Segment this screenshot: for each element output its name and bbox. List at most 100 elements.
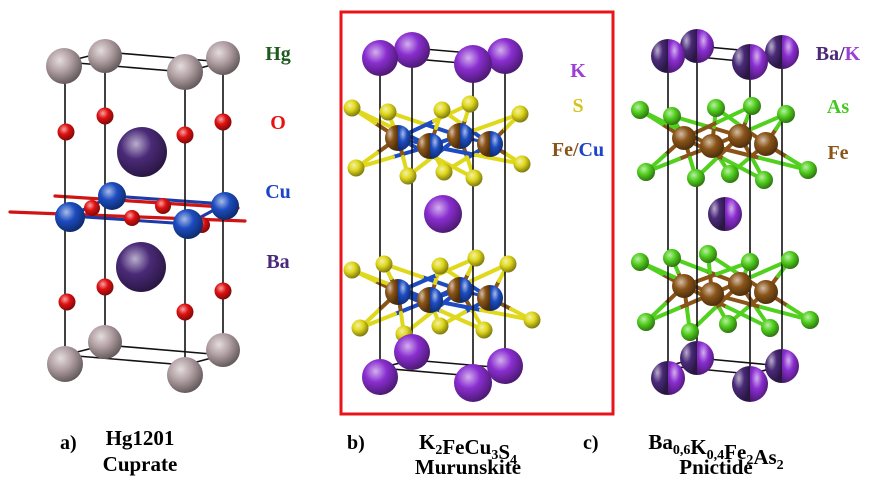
s-atom — [431, 317, 449, 335]
fe-atom — [672, 274, 696, 298]
as-atom — [687, 169, 705, 187]
panel-c-title: Ba0,6K0,4Fe2As2 — [648, 430, 783, 473]
oxygen-atom — [58, 293, 76, 311]
bond — [479, 308, 534, 322]
k-atom — [487, 38, 523, 74]
fe-atom — [728, 272, 752, 296]
s-atom — [465, 169, 483, 187]
s-atom — [475, 321, 493, 339]
s-atom — [435, 163, 453, 181]
k-atom — [487, 348, 523, 384]
fe-cu-atom — [385, 125, 411, 151]
as-atom — [631, 253, 649, 271]
as-atom — [721, 165, 739, 183]
as-atom — [663, 249, 681, 267]
oxygen-atom — [84, 200, 100, 216]
panel-b-subtitle: Murunskite — [415, 455, 521, 479]
panel-c-atoms — [631, 29, 819, 402]
cell-edge — [104, 51, 224, 63]
as-atom — [801, 311, 819, 329]
hg-atom — [206, 41, 240, 75]
ba-k-atom — [765, 349, 799, 383]
s-atom — [379, 103, 397, 121]
ba-k-atom — [708, 197, 742, 231]
panel-c-subtitle: Pnictide — [679, 455, 753, 479]
fe-atom — [700, 282, 724, 306]
ba-atom — [117, 127, 167, 177]
ba-k-atom — [732, 44, 768, 80]
oxygen-atom — [155, 198, 171, 214]
k-atom — [394, 334, 430, 370]
as-atom — [631, 101, 649, 119]
legend-label: Fe/Cu — [552, 139, 604, 161]
cu-atom — [98, 182, 126, 210]
panel-b-highlight-frame — [339, 10, 615, 416]
cell-edge — [64, 354, 186, 366]
panel-b-title: K2FeCu3S4 — [419, 430, 517, 468]
k-atom — [394, 32, 430, 68]
s-atom — [499, 255, 517, 273]
oxygen-atom — [214, 113, 232, 131]
hg-atom — [167, 357, 203, 393]
panel-a-subtitle: Cuprate — [103, 452, 178, 476]
fe-cu-atom — [447, 277, 473, 303]
ba-k-atom — [651, 361, 685, 395]
k-atom — [454, 45, 492, 83]
s-atom — [399, 167, 417, 185]
s-atom — [343, 261, 361, 279]
fe-cu-atom — [417, 287, 443, 313]
fe-atom — [672, 126, 696, 150]
as-atom — [699, 245, 717, 263]
as-atom — [777, 105, 795, 123]
ba-k-atom — [680, 341, 714, 375]
legend-label: As — [827, 96, 849, 118]
fe-cu-atom — [447, 123, 473, 149]
s-atom — [351, 319, 369, 337]
fe-atom — [728, 124, 752, 148]
ba-k-atom — [732, 366, 768, 402]
oxygen-atom — [57, 123, 75, 141]
s-atom — [511, 105, 529, 123]
fe-atom — [754, 280, 778, 304]
hg-atom — [167, 54, 203, 90]
cu-atom — [211, 192, 239, 220]
legend-label: K — [570, 60, 586, 82]
as-atom — [761, 319, 779, 337]
panel-a-title: Hg1201 — [106, 426, 175, 450]
s-atom — [375, 255, 393, 273]
oxygen-atom — [96, 278, 114, 296]
hg-atom — [46, 48, 82, 84]
cell-edge — [64, 61, 186, 73]
hg-atom — [47, 346, 83, 382]
as-atom — [681, 323, 699, 341]
legend-label: Ba/K — [816, 43, 861, 65]
oxygen-atom — [124, 210, 140, 226]
legend-label: Hg — [265, 43, 291, 65]
ba-k-atom — [765, 35, 799, 69]
as-atom — [637, 313, 655, 331]
fe-atom — [700, 134, 724, 158]
s-atom — [523, 311, 541, 329]
cu-o-chain — [53, 194, 240, 210]
oxygen-atom — [176, 126, 194, 144]
as-atom — [799, 161, 817, 179]
ba-k-atom — [680, 29, 714, 63]
ba-atom — [116, 242, 166, 292]
fe-cu-atom — [417, 133, 443, 159]
as-atom — [755, 171, 773, 189]
fe-cu-atom — [385, 279, 411, 305]
k-atom — [362, 359, 398, 395]
fe-atom — [754, 132, 778, 156]
as-atom — [743, 97, 761, 115]
as-atom — [741, 253, 759, 271]
legend-label: Cu — [265, 181, 291, 203]
s-atom — [431, 257, 449, 275]
k-atom — [424, 195, 462, 233]
s-atom — [513, 155, 531, 173]
cu-o-chain — [110, 194, 227, 206]
